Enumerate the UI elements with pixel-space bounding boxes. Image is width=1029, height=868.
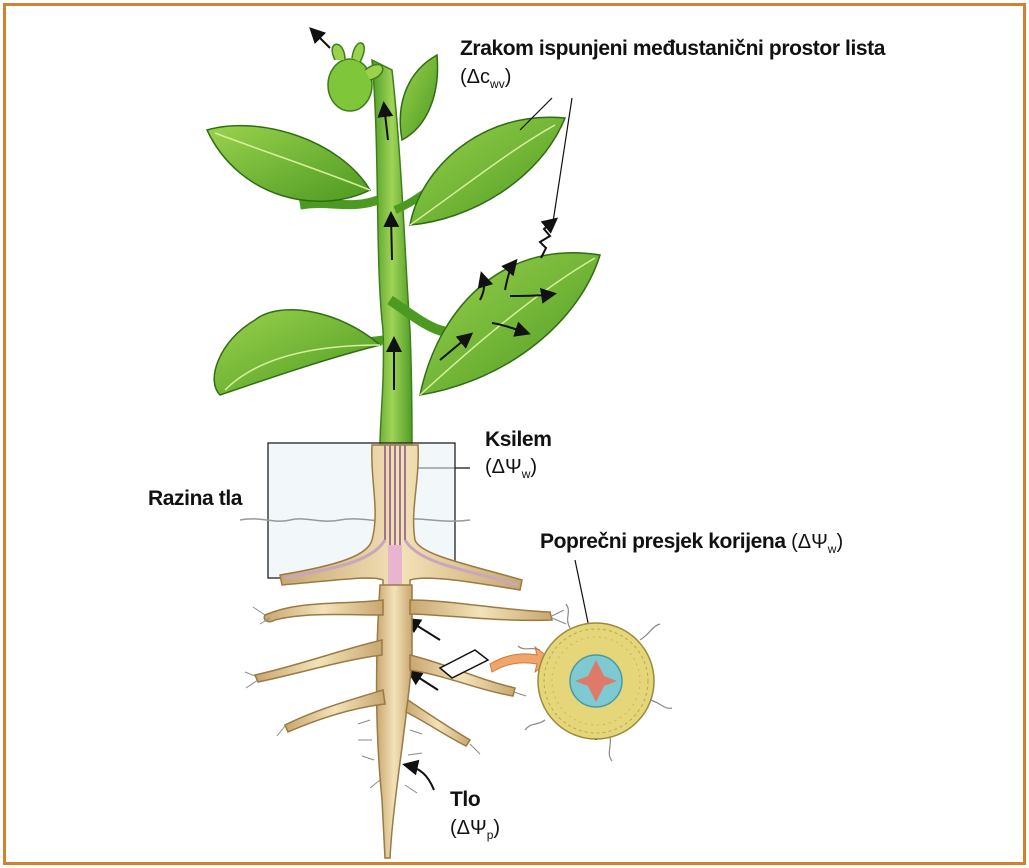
soil-formula: (ΔΨp) bbox=[450, 817, 500, 842]
root-slice-callout bbox=[440, 647, 552, 678]
root-section-formula-main: (ΔΨ bbox=[791, 531, 828, 553]
leaf-space-title: Zrakom ispunjeni međustanični prostor li… bbox=[460, 37, 885, 61]
soil-level-label: Razina tla bbox=[148, 487, 242, 511]
root-section-title: Poprečni presjek korijena bbox=[540, 530, 786, 553]
root-section-formula: (ΔΨw) bbox=[791, 531, 843, 553]
root-cross-section bbox=[518, 604, 672, 761]
soil-formula-main: (ΔΨ bbox=[450, 817, 487, 839]
soil-formula-close: ) bbox=[493, 817, 500, 839]
leaf-space-formula: (Δcwv) bbox=[460, 66, 511, 91]
leaf-space-formula-main: (Δc bbox=[460, 66, 490, 88]
leaf-space-formula-sub: wv bbox=[490, 77, 505, 91]
xylem-formula-main: (ΔΨ bbox=[485, 456, 522, 478]
roots bbox=[255, 585, 552, 858]
xylem-formula: (ΔΨw) bbox=[485, 456, 537, 481]
soil-title: Tlo bbox=[450, 788, 480, 812]
xylem-title: Ksilem bbox=[485, 428, 551, 452]
root-section-label: Poprečni presjek korijena (ΔΨw) bbox=[540, 530, 843, 556]
leaf-space-formula-close: ) bbox=[505, 66, 512, 88]
xylem-formula-close: ) bbox=[530, 456, 537, 478]
root-section-formula-close: ) bbox=[836, 531, 843, 553]
